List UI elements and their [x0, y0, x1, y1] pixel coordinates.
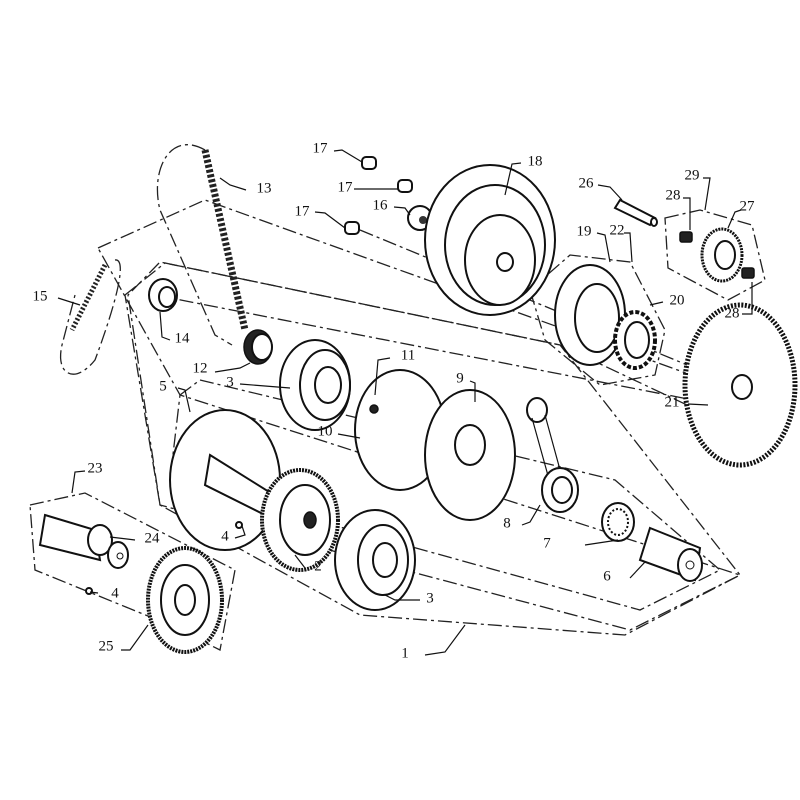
callout-25: 25 [98, 638, 114, 655]
chain-loop-15 [60, 259, 121, 375]
group-outline-balancer [29, 492, 236, 651]
pin-11 [369, 404, 379, 414]
callout-3-lower: 3 [426, 590, 434, 607]
key-4-upper [235, 521, 243, 529]
clutch-outer-19 [554, 264, 626, 366]
chain-loop-13 [156, 144, 233, 346]
idle-gear-27 [700, 227, 744, 283]
callout-23: 23 [87, 460, 103, 477]
callout-22: 22 [609, 222, 625, 239]
callout-19: 19 [576, 223, 592, 240]
shaft-26 [613, 198, 658, 227]
crank-half-9 [424, 389, 516, 521]
callout-6: 6 [603, 568, 611, 585]
callout-16: 16 [372, 197, 388, 214]
small-chain-15 [69, 263, 108, 332]
connecting-rod-8 [526, 397, 579, 513]
callout-28-a: 28 [665, 187, 681, 204]
callout-15: 15 [32, 288, 48, 305]
callout-4-lower: 4 [111, 585, 119, 602]
callout-2: 2 [314, 558, 322, 575]
callout-9: 9 [456, 370, 464, 387]
gear-2 [260, 468, 340, 572]
sprocket-12 [243, 329, 273, 365]
callout-28-b: 28 [724, 305, 740, 322]
callout-29: 29 [684, 167, 700, 184]
leader-lines [57, 149, 753, 656]
driven-gear-21 [682, 302, 798, 468]
callout-27: 27 [739, 198, 755, 215]
needle-bearing-28 [679, 231, 755, 279]
callout-1: 1 [401, 645, 409, 662]
one-way-clutch-20 [613, 310, 657, 370]
callout-18: 18 [527, 153, 543, 170]
callout-7: 7 [543, 535, 551, 552]
key-4-lower [85, 587, 93, 595]
bearing-3-lower [334, 509, 416, 611]
callout-11: 11 [400, 347, 416, 364]
callout-17-c: 17 [294, 203, 310, 220]
crank-pin-6 [638, 526, 703, 582]
callout-3-upper: 3 [226, 374, 234, 391]
group-outline-starter-clutch [529, 254, 666, 386]
axis-line-upper [154, 294, 771, 416]
bearing-3-upper [279, 339, 351, 431]
callout-10: 10 [317, 423, 333, 440]
callout-20: 20 [669, 292, 685, 309]
callout-17-b: 17 [337, 179, 353, 196]
bolt-17 [344, 156, 413, 235]
timing-chain-13 [201, 149, 249, 331]
callout-5: 5 [159, 378, 167, 395]
callout-12: 12 [192, 360, 208, 377]
callout-4-upper: 4 [221, 528, 229, 545]
bushing-14 [148, 278, 178, 312]
callout-26: 26 [578, 175, 594, 192]
callout-17-a: 17 [312, 140, 328, 157]
callout-8: 8 [503, 515, 511, 532]
balancer-shaft-24 [38, 513, 129, 569]
flywheel-18 [424, 164, 556, 316]
balancer-gear-25 [146, 546, 224, 654]
callout-14: 14 [174, 330, 190, 347]
group-outline-idle-gear [664, 209, 766, 301]
callout-13: 13 [256, 180, 272, 197]
callout-21: 21 [664, 394, 680, 411]
callout-24: 24 [144, 530, 160, 547]
group-outline-crank [169, 379, 722, 611]
needle-bearing-7 [601, 502, 635, 542]
